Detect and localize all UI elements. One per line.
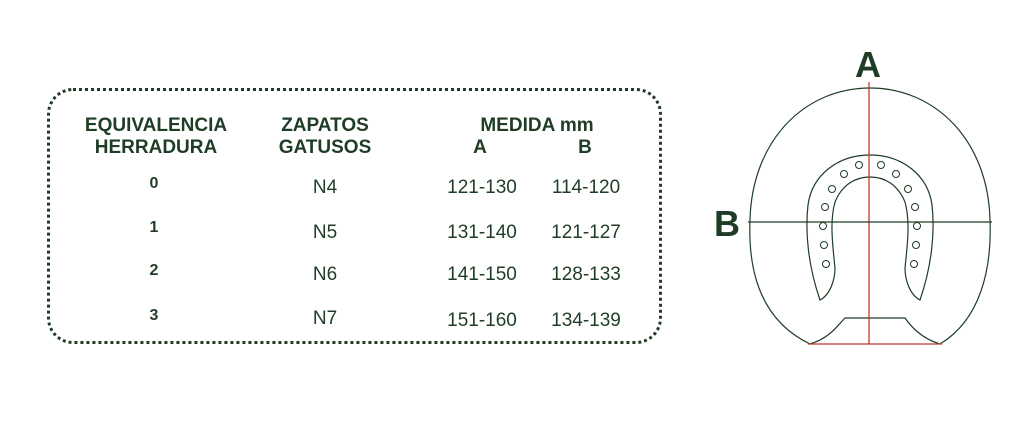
cell-medida-b: 134-139 — [551, 310, 621, 331]
cell-equivalencia: 2 — [149, 262, 159, 279]
cell-equivalencia: 1 — [149, 219, 159, 236]
header-col-a: A — [473, 137, 487, 158]
diagram-label-b: B — [714, 203, 740, 244]
cell-equivalencia: 3 — [149, 307, 159, 324]
table-row: 2 N6 141-150 128-133 — [0, 262, 700, 286]
cell-medida-b: 121-127 — [551, 222, 621, 243]
header-col-b: B — [578, 137, 592, 158]
table-row: 0 N4 121-130 114-120 — [0, 175, 700, 199]
cell-zapato: N5 — [312, 222, 338, 243]
cell-medida-a: 141-150 — [447, 264, 517, 285]
cell-medida-b: 128-133 — [551, 264, 621, 285]
cell-medida-a: 131-140 — [447, 222, 517, 243]
cell-zapato: N4 — [312, 177, 338, 198]
header-zapatos: ZAPATOS GATUSOS — [278, 115, 372, 158]
cell-equivalencia: 0 — [149, 175, 159, 192]
table-row: 3 N7 151-160 134-139 — [0, 307, 700, 331]
table-row: 1 N5 131-140 121-127 — [0, 219, 700, 243]
horseshoe-shape — [806, 154, 934, 301]
cell-medida-a: 121-130 — [447, 177, 517, 198]
cell-medida-a: 151-160 — [447, 310, 517, 331]
header-medida: MEDIDA mm — [480, 115, 594, 136]
table-frame — [47, 88, 662, 344]
header-equivalencia: EQUIVALENCIA HERRADURA — [84, 115, 228, 158]
cell-zapato: N6 — [312, 264, 338, 285]
cell-zapato: N7 — [312, 308, 338, 329]
hoof-outline — [749, 87, 991, 345]
horseshoe-diagram — [748, 82, 992, 345]
diagram-label-a: A — [855, 44, 881, 85]
cell-medida-b: 114-120 — [551, 177, 621, 198]
